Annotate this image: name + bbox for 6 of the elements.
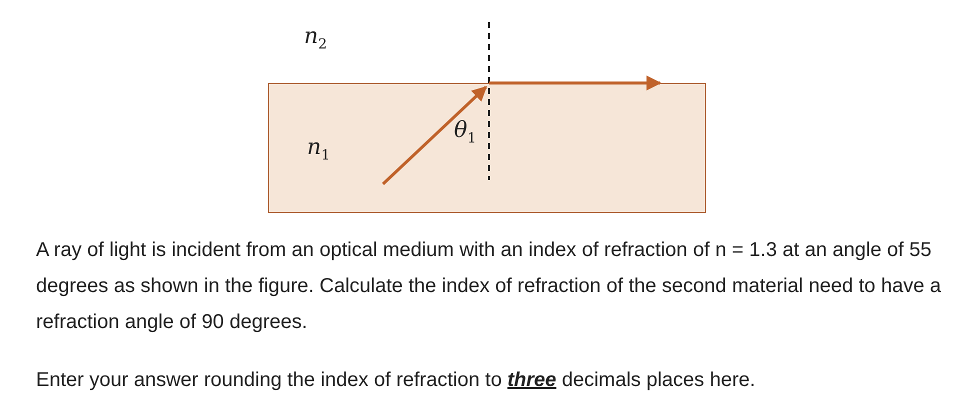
index-label: n$_{1}$ bbox=[307, 137, 330, 162]
question-text: A ray of light is incident from an optical medium with an index of refraction of n = 1.3 at an angle of 55 degrees as shown in the figure. Calculate the index of refraction of the second material need to have a refraction angle of 90 degrees. bbox=[36, 238, 942, 335]
index-label: n$_{2}$ bbox=[304, 26, 328, 52]
instruction-text: Enter your answer rounding the index of refraction to three decimals places here. bbox=[36, 368, 756, 393]
medium-block bbox=[268, 83, 706, 213]
angle-label: θ$_{1}$ bbox=[454, 120, 476, 146]
